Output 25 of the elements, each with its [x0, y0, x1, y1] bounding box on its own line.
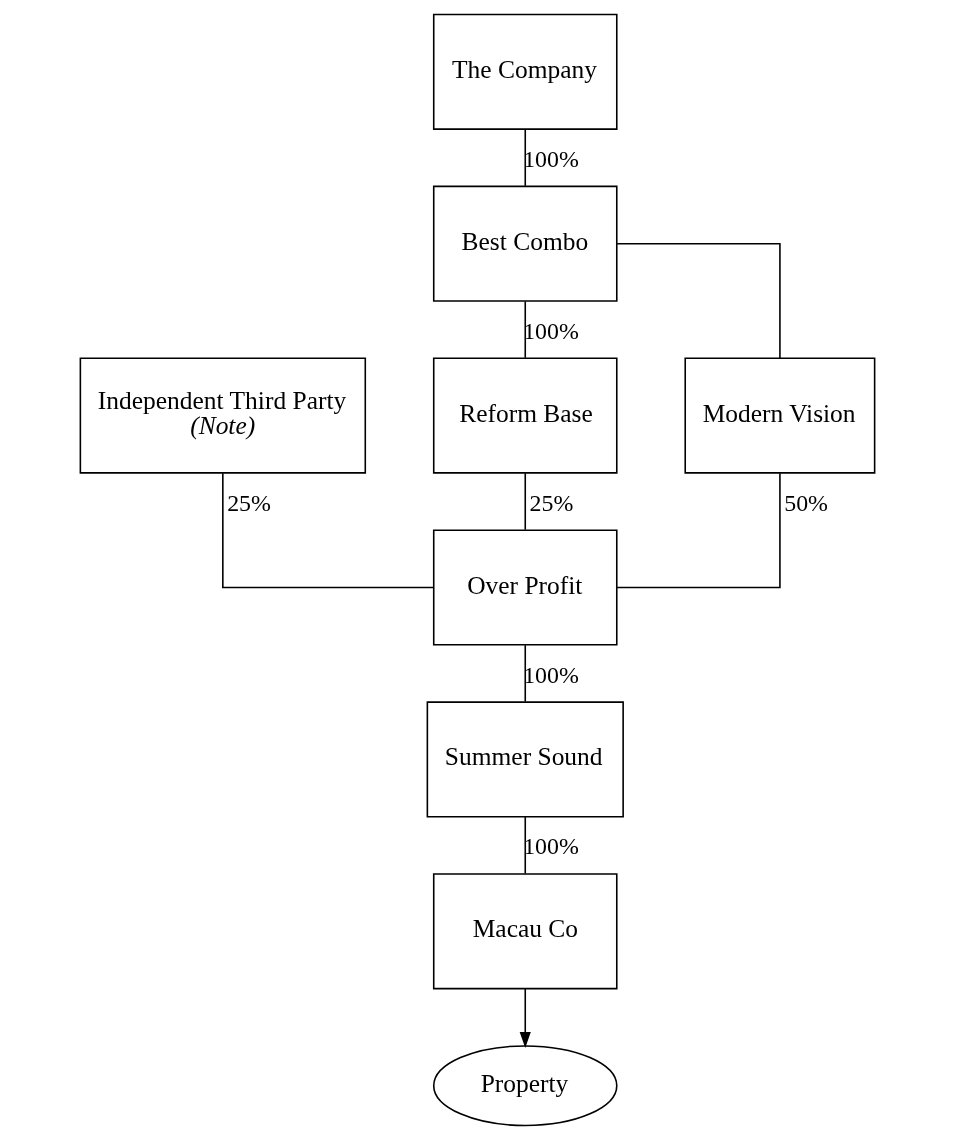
connector: [523, 472, 526, 531]
node-box: Modern Vision: [683, 357, 875, 474]
node-box: Best Combo: [432, 185, 618, 302]
connector: [523, 644, 526, 703]
node-box: Summer Sound: [426, 701, 624, 818]
edge-label: 100%: [522, 317, 579, 344]
node-box: Over Profit: [432, 529, 618, 646]
connector: [523, 816, 526, 875]
edge-label: 25%: [226, 489, 271, 516]
node-ellipse: Property: [432, 1045, 618, 1127]
connector: [221, 472, 434, 589]
connector: [523, 300, 526, 359]
node-box: Macau Co: [432, 873, 618, 990]
edge-label: 100%: [522, 833, 579, 860]
edge-label: 100%: [522, 145, 579, 172]
node-box: The Company: [432, 13, 618, 130]
edge-label: 100%: [522, 661, 579, 688]
arrow: [519, 988, 531, 1048]
node-box: Independent Third Party (Note): [79, 357, 366, 474]
connector: [615, 472, 781, 589]
edge-label: 25%: [529, 489, 573, 516]
edge-label: 50%: [783, 489, 828, 516]
connector: [615, 242, 781, 359]
connector: [523, 128, 526, 187]
node-box: Reform Base: [432, 357, 618, 474]
